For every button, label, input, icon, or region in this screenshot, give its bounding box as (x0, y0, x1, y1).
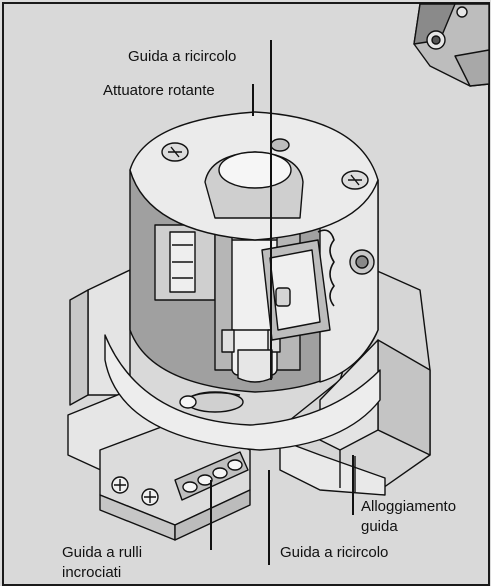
label-guida-rulli-line1: Guida a rulli (62, 544, 143, 561)
leader-line-guida-ricircolo-bottom (268, 470, 270, 565)
axial-shaft (237, 349, 273, 383)
label-alloggiamento-line2: guida (361, 518, 398, 535)
label-alloggiamento-line1: Alloggiamento (361, 498, 457, 515)
roller-cage (174, 451, 249, 501)
label-attuatore-rotante: Attuatore rotante (103, 82, 215, 99)
leader-line-alloggiamento (352, 455, 354, 515)
actuator-top-face (129, 111, 379, 241)
label-guida-ricircolo-top: Guida a ricircolo (128, 48, 237, 65)
recirculating-carriage (261, 239, 331, 341)
label-guida-rulli-line2: incrociati (62, 564, 122, 581)
inset-photo (413, 3, 490, 87)
leader-line-guida-rulli (210, 480, 212, 550)
base-disc (104, 334, 381, 451)
leader-line-attuatore-rotante (252, 84, 254, 116)
leader-line-guida-ricircolo-top (270, 40, 272, 380)
label-guida-ricircolo-bottom: Guida a ricircolo (280, 544, 389, 561)
